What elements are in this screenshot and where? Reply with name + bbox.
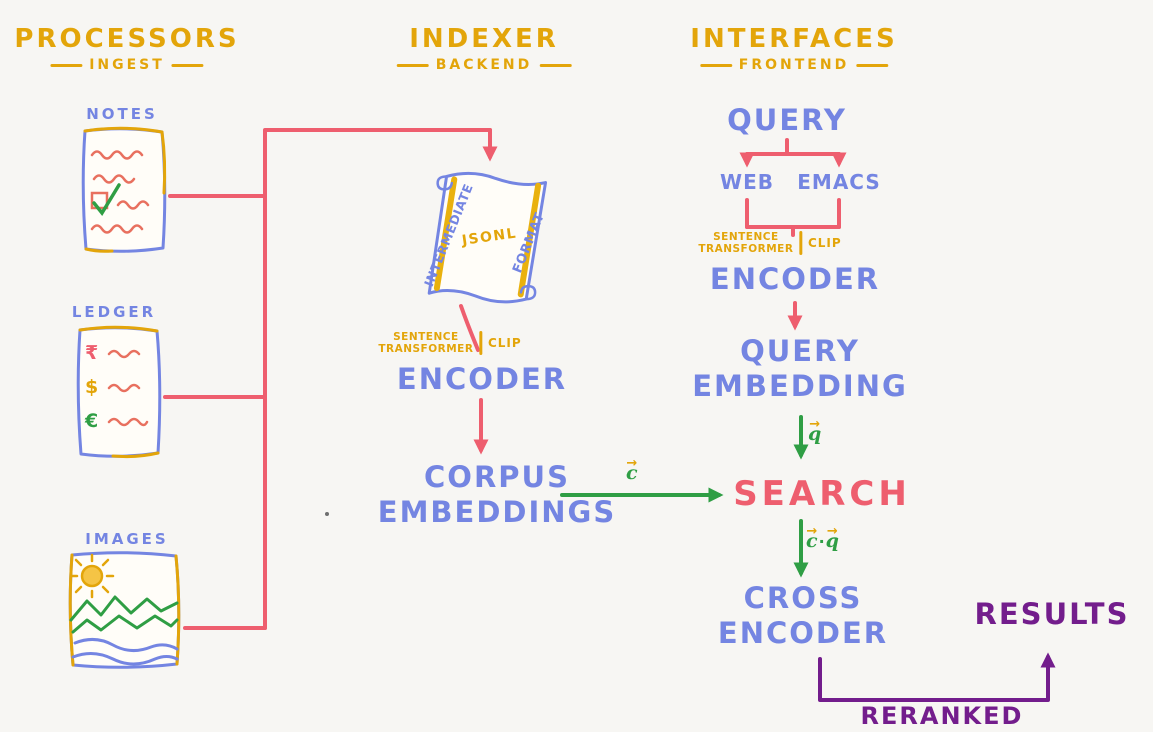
notes-label: NOTES [86, 105, 158, 123]
notes-card-gold-bottom-edge [84, 247, 114, 253]
corpus-vector: → c [626, 456, 638, 485]
processors-title: PROCESSORS [14, 24, 240, 54]
notes-card-drawing [81, 126, 167, 253]
processors-subtitle-text: INGEST [89, 57, 165, 73]
tag-divider [799, 231, 802, 256]
scroll-top-curl [436, 175, 454, 191]
subtitle-dash-left [699, 63, 732, 67]
subtitle-dash-left [396, 63, 429, 67]
query-vector-letter: q [808, 423, 822, 446]
subtitle-dash-right [171, 63, 204, 67]
images-card-drawing [68, 551, 181, 669]
dot-product-separator: . [818, 527, 825, 547]
reranked-label: RERANKED [860, 702, 1024, 730]
clip-label: CLIP [807, 236, 842, 251]
ledger-card-illustration: ₹ $ € [73, 320, 165, 466]
euro-symbol: € [85, 410, 99, 432]
cross-encoder-label: CROSS ENCODER [718, 581, 888, 652]
clip-label: CLIP [487, 336, 522, 351]
transformer-label: TRANSFORMER [698, 243, 794, 256]
sentence-label: SENTENCE [713, 231, 779, 243]
search-label: SEARCH [733, 474, 911, 514]
corpus-line2: EMBEDDINGS [377, 495, 617, 530]
corpus-embeddings-label: CORPUS EMBEDDINGS [378, 460, 616, 531]
images-card-gold-right-edge [174, 554, 181, 666]
query-vector: → q [808, 417, 822, 446]
results-label: RESULTS [974, 597, 1130, 631]
mountains-icon [69, 595, 179, 634]
indexer-title: INDEXER [409, 24, 559, 54]
scroll-gold-right-roll [517, 182, 542, 298]
vector-arrow-icon: → [626, 456, 638, 471]
indexer-subtitle-text: BACKEND [435, 57, 533, 73]
interfaces-model-tag-lines: SENTENCE TRANSFORMER [698, 231, 793, 255]
ledger-squiggle-lines [107, 349, 149, 427]
corpus-line1: CORPUS [424, 460, 570, 494]
jsonl-scroll-illustration: INTERMEDIATE JSONL FORMAT [409, 158, 566, 324]
emacs-client-label: EMACS [797, 170, 881, 194]
dot-product-q-letter: q [825, 530, 839, 553]
dot-product-q-vector: → q [825, 524, 839, 553]
query-label: QUERY [727, 103, 847, 137]
indexer-subtitle: BACKEND [396, 57, 572, 73]
images-card-illustration [65, 546, 185, 678]
corpus-vector-label: → c [626, 456, 638, 485]
rerank-lines [818, 652, 1056, 702]
vector-arrow-icon: → [809, 417, 821, 432]
transformer-label: TRANSFORMER [378, 343, 474, 356]
query-vector-label: → q [808, 417, 822, 446]
stray-ink-dot [325, 512, 329, 516]
cross-encoder-to-results-line [818, 652, 1056, 702]
notes-squiggle-lines [90, 150, 150, 234]
scroll-drawing [427, 171, 548, 304]
ledger-label: LEDGER [71, 303, 157, 321]
ledger-card-gold-top-edge [78, 325, 159, 333]
processors-header: PROCESSORS INGEST [14, 24, 239, 73]
subtitle-dash-right [539, 63, 572, 67]
notes-card-gold-top-edge [83, 126, 164, 134]
interfaces-subtitle-text: FRONTEND [738, 57, 850, 73]
scroll-gold-left-roll [433, 176, 458, 292]
corpus-vector-letter: c [626, 462, 638, 485]
ledger-card-gold-bottom-edge [111, 451, 160, 459]
interfaces-header: INTERFACES FRONTEND [690, 24, 897, 73]
sentence-label: SENTENCE [393, 331, 459, 343]
dot-product-c-letter: c [806, 530, 818, 553]
query-embedding-label: QUERY EMBEDDING [692, 334, 908, 405]
cross-encoder-line1: CROSS [743, 581, 863, 615]
sun-icon [69, 553, 115, 599]
checkmark-icon [92, 183, 121, 217]
dot-product-label: → c . → q [806, 524, 839, 553]
images-card-gold-left-edge [68, 553, 75, 667]
tag-divider [479, 331, 482, 356]
dot-product-c-vector: → c [806, 524, 818, 553]
notes-card-gold-right-edge [160, 130, 167, 195]
indexer-model-tag: SENTENCE TRANSFORMER CLIP [378, 331, 522, 356]
query-embedding-line1: QUERY [740, 334, 860, 368]
interfaces-subtitle: FRONTEND [690, 57, 897, 73]
images-label: IMAGES [85, 530, 169, 548]
query-embedding-line2: EMBEDDING [692, 369, 908, 404]
cross-encoder-line2: ENCODER [717, 616, 889, 651]
dollar-symbol: $ [85, 376, 99, 398]
interfaces-title: INTERFACES [690, 24, 898, 54]
rupee-symbol: ₹ [85, 342, 99, 364]
vector-arrow-icon: → [826, 524, 838, 539]
processors-subtitle: INGEST [14, 57, 239, 73]
web-client-label: WEB [720, 170, 774, 194]
indexer-header: INDEXER BACKEND [396, 24, 572, 73]
subtitle-dash-left [50, 63, 83, 67]
ledger-card-drawing [76, 325, 162, 459]
scroll-bottom-curl [519, 284, 537, 301]
notes-card-illustration [78, 121, 170, 261]
notes-card-border [81, 127, 167, 253]
interfaces-encoder-label: ENCODER [709, 262, 881, 296]
indexer-model-tag-lines: SENTENCE TRANSFORMER [378, 331, 473, 355]
river-icon [71, 638, 179, 666]
interfaces-model-tag: SENTENCE TRANSFORMER CLIP [698, 231, 842, 256]
vector-arrow-icon: → [806, 524, 818, 539]
subtitle-dash-right [856, 63, 889, 67]
indexer-encoder-label: ENCODER [396, 362, 568, 396]
